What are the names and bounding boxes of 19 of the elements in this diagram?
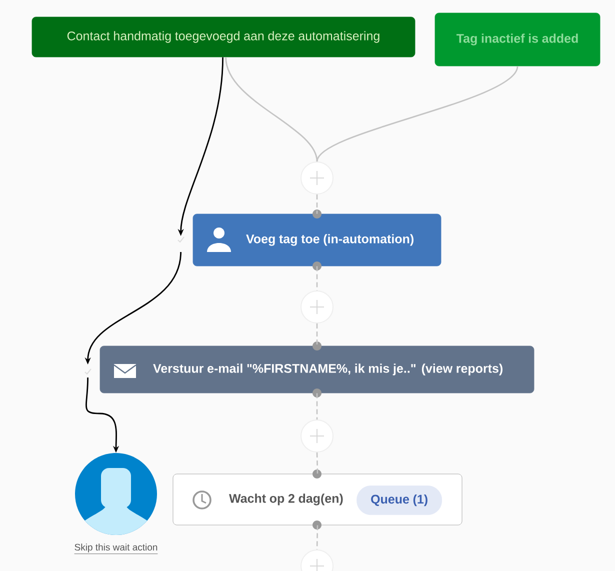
link-text: Skip this wait action [74, 544, 158, 554]
trigger-box: Contact handmatig toegevoegd aan deze automatisering [32, 16, 416, 58]
queue-badge: Queue (1) [356, 486, 442, 515]
add-step-button [300, 162, 334, 194]
connector-line [316, 324, 318, 346]
connector-line [225, 57, 318, 162]
add-step-button [300, 550, 334, 571]
connector-line [316, 393, 318, 420]
action-box: Voeg tag toe (in-automation) [192, 214, 442, 266]
action-box: Verstuur e-mail "%FIRSTNAME%, ik mis je.." (view reports) [100, 346, 534, 394]
add-step-button [300, 420, 334, 452]
trigger-box: Tag inactief is added [434, 12, 600, 66]
connector-line [316, 194, 318, 214]
connector-line [316, 66, 518, 162]
avatar-picture [75, 453, 157, 535]
connector-line [316, 452, 318, 474]
connector-line [316, 525, 318, 550]
add-step-button [300, 290, 334, 324]
connector-line [316, 266, 318, 290]
